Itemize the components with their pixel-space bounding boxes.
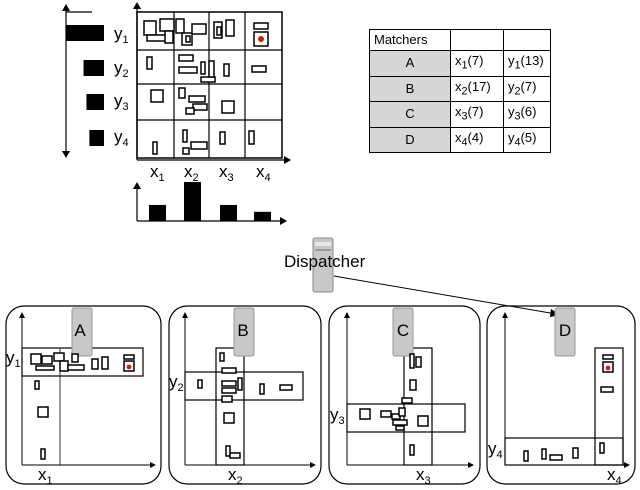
y-histogram-bar-y2 [83,60,104,76]
panel-C-y-label: y3 [330,405,345,427]
panel-D-x-label: x4 [607,465,622,487]
x-histogram [133,182,287,225]
row-label-y4: y4 [114,127,129,149]
panel-B-y-label: y2 [169,372,184,394]
panel-B-x-label: x2 [228,465,243,487]
panel-C-x-label: x3 [416,465,431,487]
row-label-y1: y1 [114,24,129,46]
table-row: C x3(7) y3(6) [369,101,551,128]
matchers-table: Matchers A x1(7) y1(13) B x2(17) y2(7) C… [369,29,551,154]
col-label-x4: x4 [256,162,271,184]
panel-C-title: C [397,321,409,340]
table-row: D x4(4) y4(5) [369,126,551,154]
x-histogram-bar-x3 [220,204,237,221]
row-label-y2: y2 [114,58,129,80]
panel-D-y-label: y4 [488,439,503,461]
matcher-name: A [369,50,451,77]
matcher-y-cell: y4(5) [503,126,551,154]
matcher-name: D [369,126,451,154]
panel-B-title: B [237,321,248,340]
panel-C: C y3 x3 [328,305,481,487]
dispatcher-server-icon [312,237,334,293]
panel-A-y-label: y1 [6,348,21,370]
matcher-name: B [369,75,451,103]
matcher-x-cell: x1(7) [450,50,504,77]
table-header-x [450,29,504,51]
table-header-matchers: Matchers [369,29,451,51]
x-histogram-bar-x2 [184,182,201,221]
panel-D: D y4 x4 [486,305,636,487]
row-label-y3: y3 [114,91,129,113]
y-histogram [62,4,104,158]
y-histogram-bar-y3 [86,94,104,110]
table-row: B x2(17) y2(7) [369,75,551,103]
x-histogram-bar-x1 [149,204,166,221]
panel-A-x-label: x1 [38,465,53,487]
matcher-x-cell: x2(17) [450,75,504,103]
col-label-x2: x2 [184,162,199,184]
matcher-x-cell: x3(7) [450,101,504,128]
col-label-x1: x1 [150,162,165,184]
panel-A: A y1 x1 [5,305,162,487]
panel-D-title: D [559,321,571,340]
matcher-name: C [369,101,451,128]
table-header-y [503,29,551,51]
y-histogram-bar-y4 [89,130,104,146]
dispatch-arrow [333,275,557,315]
y-histogram-bar-y1 [66,25,104,41]
table-header-row: Matchers [369,29,551,51]
x-histogram-bar-x4 [254,211,271,221]
matcher-y-cell: y2(7) [503,75,551,103]
main-grid: y1 y2 y3 y4 x1 x2 x3 x4 [114,2,291,184]
matcher-x-cell: x4(4) [450,126,504,154]
col-label-x3: x3 [219,162,234,184]
table-row: A x1(7) y1(13) [369,50,551,77]
panel-A-title: A [74,321,86,340]
panel-B: B y2 x2 [168,305,322,487]
matcher-y-cell: y3(6) [503,101,551,128]
matcher-y-cell: y1(13) [503,50,551,77]
dispatcher-label: Dispatcher [284,252,366,271]
